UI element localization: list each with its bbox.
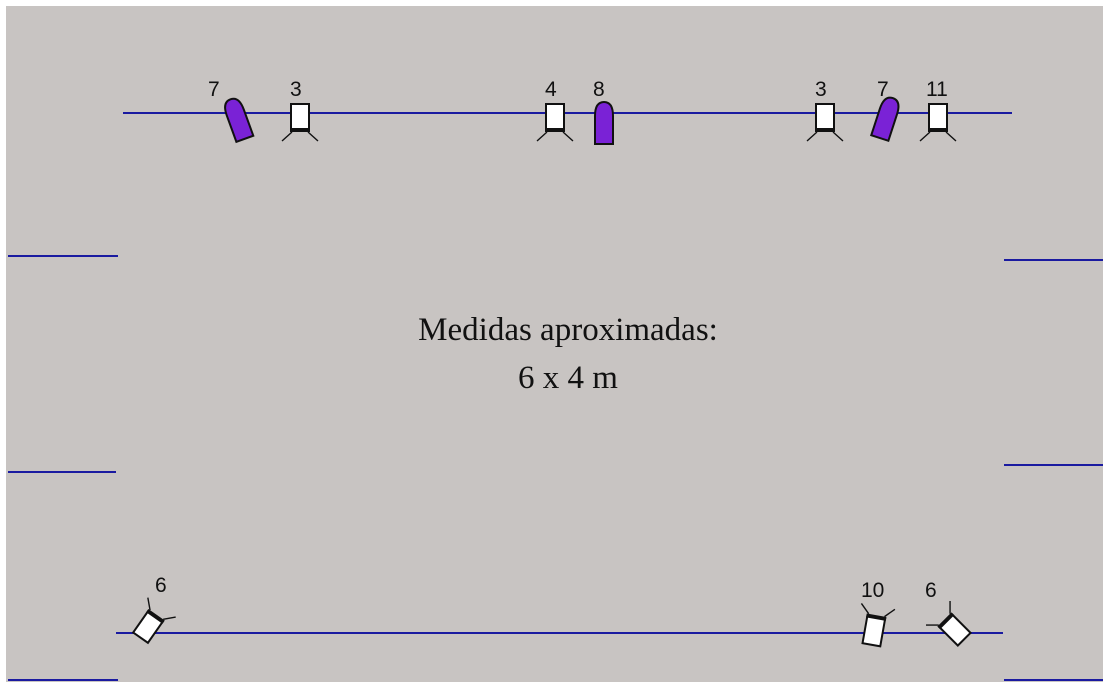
fixture-top-1-label: 7 [208, 78, 220, 101]
fixture-top-7-lamp [919, 103, 957, 142]
fixture-bottom-2-lamp [860, 603, 896, 648]
fixture-top-1-moving-head [224, 97, 255, 144]
stage-size-caption-line1: Medidas aproximadas: [418, 312, 718, 348]
fixture-top-3-lamp [536, 103, 574, 142]
fixture-bottom-3-label: 6 [925, 579, 937, 602]
fixture-top-6-moving-head [870, 96, 900, 143]
fixture-bottom-1-label: 6 [155, 574, 167, 597]
fixture-top-4-label: 8 [593, 78, 605, 101]
fixture-bottom-3-lamp [926, 601, 972, 647]
fixture-top-7-label: 11 [926, 78, 948, 101]
fixture-top-5-lamp [806, 103, 844, 142]
fixture-top-5-label: 3 [815, 78, 827, 101]
fixture-bottom-2-label: 10 [861, 579, 884, 602]
fixture-top-4-moving-head [594, 100, 614, 145]
fixture-bottom-1-lamp [131, 597, 176, 645]
fixture-top-3-label: 4 [545, 78, 557, 101]
stage-size-caption-line2: 6 x 4 m [518, 360, 618, 396]
fixture-top-6-label: 7 [877, 78, 889, 101]
fixture-top-2-lamp [281, 103, 319, 142]
fixture-top-2-label: 3 [290, 78, 302, 101]
